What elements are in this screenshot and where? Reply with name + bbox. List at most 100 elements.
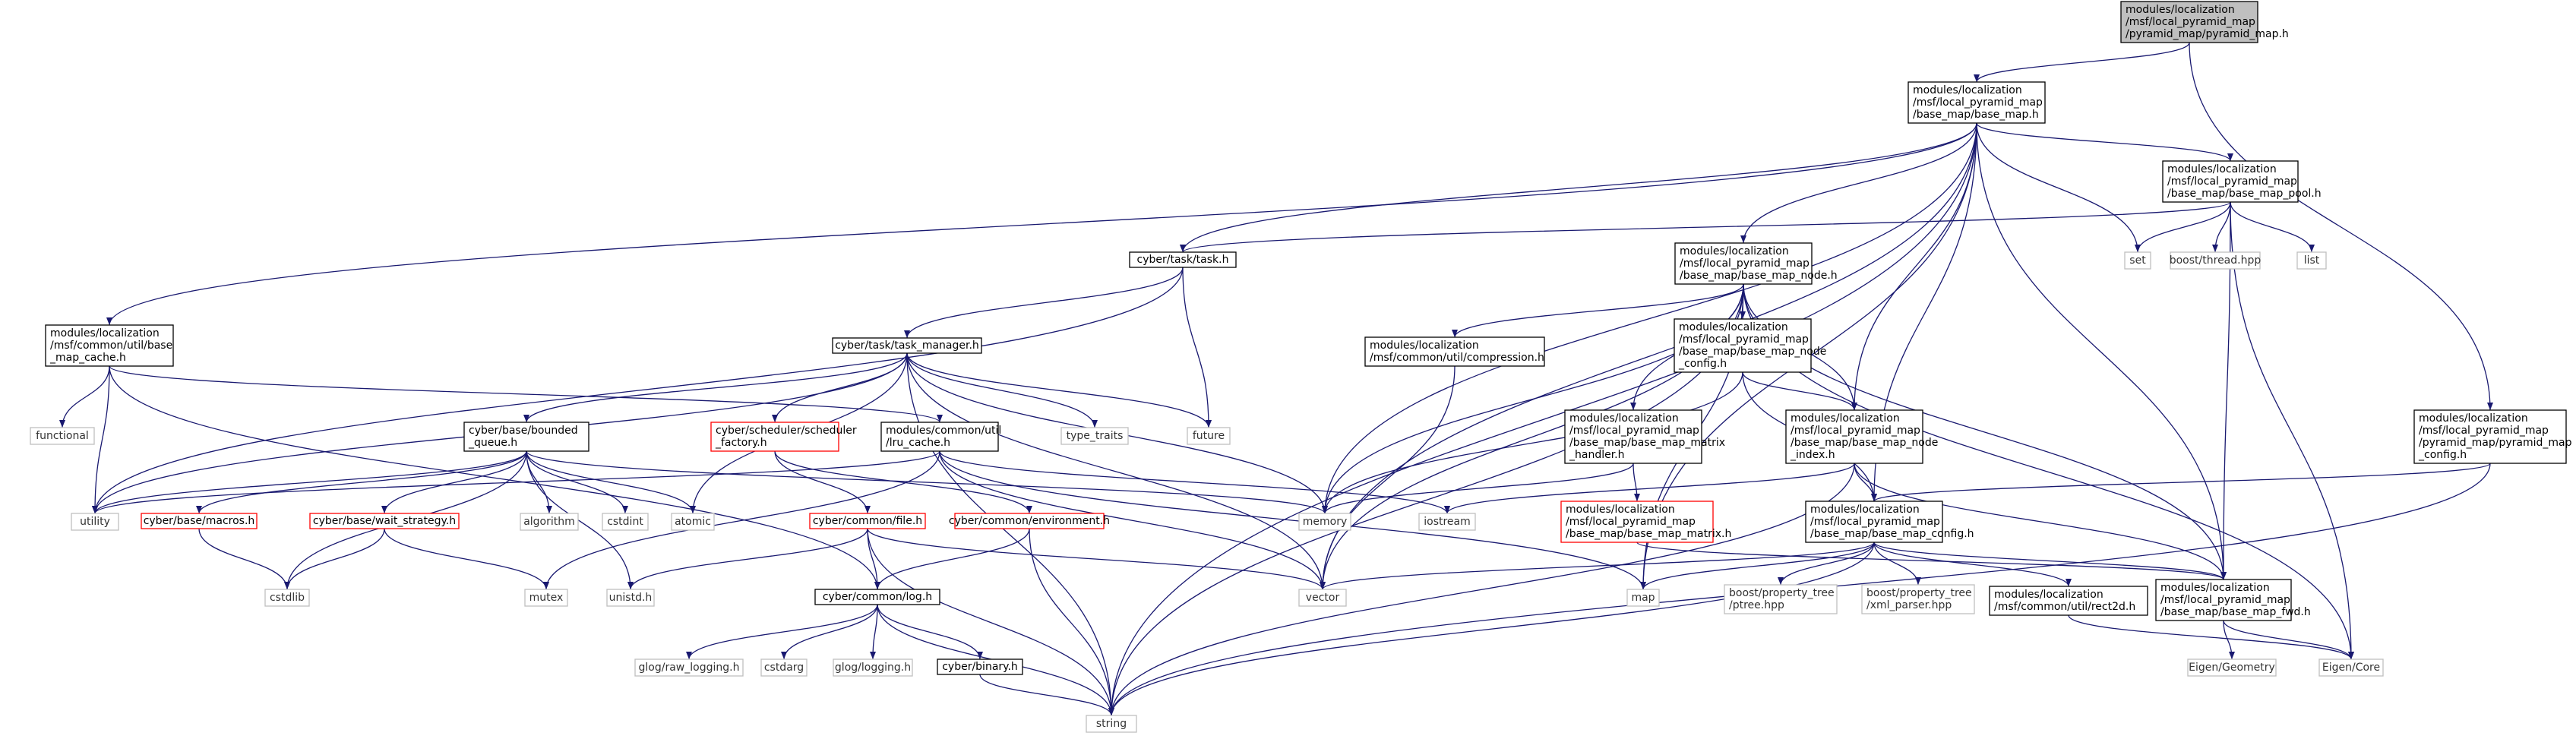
edge-bounded_queue-to-algorithm — [526, 450, 552, 514]
edge-log-to-binary — [877, 604, 983, 660]
node-label-base_map_cache-line-0: modules/localization — [50, 327, 160, 339]
node-node_config[interactable]: modules/localization/msf/local_pyramid_m… — [1674, 318, 1826, 373]
node-label-raw_logging-line-0: glog/raw_logging.h — [639, 662, 740, 674]
node-boost_thread: boost/thread.hpp — [2170, 251, 2261, 270]
node-rect2d[interactable]: modules/localization/msf/common/util/rec… — [1989, 586, 2148, 616]
node-box-map — [1626, 589, 1660, 607]
edge-map_config-to-map_fwd — [1873, 542, 2227, 580]
edge-base_map-to-string — [1108, 122, 1977, 716]
node-label-ptree-line-0: boost/property_tree — [1729, 587, 1835, 599]
node-label-unistd-line-0: unistd.h — [609, 592, 653, 604]
node-label-glog_logging-line-0: glog/logging.h — [835, 662, 911, 674]
node-compression[interactable]: modules/localization/msf/common/util/com… — [1364, 336, 1545, 367]
edge-task_manager-to-bounded_queue — [523, 352, 908, 423]
node-box-list — [2296, 251, 2327, 270]
node-log[interactable]: cyber/common/log.h — [814, 589, 940, 605]
node-base_map_pool[interactable]: modules/localization/msf/local_pyramid_m… — [2162, 160, 2322, 203]
node-bounded_queue[interactable]: cyber/base/bounded_queue.h — [463, 422, 589, 452]
edge-base_map_pool-to-eigen_core — [2230, 201, 2354, 660]
node-label-node_config-line-1: /msf/local_pyramid_map — [1679, 333, 1809, 346]
edge-sched_factory-to-environment — [774, 450, 1032, 514]
node-task[interactable]: cyber/task/task.h — [1129, 251, 1237, 268]
node-pm_config[interactable]: modules/localization/msf/local_pyramid_m… — [2413, 409, 2572, 464]
node-iostream: iostream — [1418, 513, 1476, 531]
edge-lru_cache-to-vector — [939, 450, 1326, 590]
node-environment[interactable]: cyber/common/environment.h — [949, 513, 1110, 529]
node-cstdint: cstdint — [602, 513, 649, 531]
node-box-raw_logging — [634, 658, 744, 677]
edge-root-to-base_map — [1974, 42, 2190, 83]
node-box-file — [809, 513, 926, 529]
node-label-base_map_cache-line-1: /msf/common/util/base — [50, 339, 172, 352]
node-node_index[interactable]: modules/localization/msf/local_pyramid_m… — [1785, 409, 1938, 464]
node-wait_strategy[interactable]: cyber/base/wait_strategy.h — [309, 513, 460, 529]
node-ptree: boost/property_tree/ptree.hpp — [1724, 584, 1838, 614]
node-box-environment — [954, 513, 1105, 529]
node-map_config[interactable]: modules/localization/msf/local_pyramid_m… — [1805, 501, 1974, 543]
node-macros[interactable]: cyber/base/macros.h — [141, 513, 258, 529]
node-label-base_map_node-line-2: /base_map/base_map_node.h — [1680, 270, 1838, 282]
edge-lru_cache-to-utility — [92, 450, 940, 514]
node-box-glog_logging — [833, 658, 913, 677]
node-label-map_matrix-line-0: modules/localization — [1566, 504, 1675, 516]
node-box-task — [1129, 251, 1237, 268]
node-base_map[interactable]: modules/localization/msf/local_pyramid_m… — [1908, 81, 2046, 124]
node-box-compression — [1364, 336, 1545, 367]
node-label-sched_factory-line-1: _factory.h — [715, 437, 767, 449]
node-map: map — [1626, 589, 1660, 607]
node-label-ptree-line-1: /ptree.hpp — [1729, 599, 1784, 611]
node-file[interactable]: cyber/common/file.h — [809, 513, 926, 529]
node-base_map_node[interactable]: modules/localization/msf/local_pyramid_m… — [1674, 242, 1838, 285]
edge-wait_strategy-to-cstdlib — [284, 528, 385, 590]
node-binary[interactable]: cyber/binary.h — [937, 658, 1023, 675]
node-xml_parser: boost/property_tree/xml_parser.hpp — [1861, 584, 1975, 614]
node-task_manager[interactable]: cyber/task/task_manager.h — [832, 337, 982, 354]
node-box-map_config — [1805, 501, 1943, 543]
node-label-node_index-line-1: /msf/local_pyramid_map — [1791, 425, 1920, 437]
node-map_fwd[interactable]: modules/localization/msf/local_pyramid_m… — [2155, 579, 2311, 621]
node-set: set — [2124, 251, 2151, 270]
node-box-map_matrix — [1560, 501, 1714, 543]
node-label-wait_strategy-line-0: cyber/base/wait_strategy.h — [313, 515, 456, 527]
node-box-base_map — [1908, 81, 2046, 124]
node-label-compression-line-0: modules/localization — [1370, 339, 1479, 352]
edge-base_map-to-task — [1180, 122, 1977, 253]
node-label-base_map_pool-line-2: /base_map/base_map_pool.h — [2167, 188, 2322, 200]
edge-node_config-to-node_index — [1742, 371, 1857, 411]
node-box-root — [2120, 1, 2258, 43]
node-root[interactable]: modules/localization/msf/local_pyramid_m… — [2120, 1, 2289, 43]
node-label-cstdarg-line-0: cstdarg — [764, 662, 804, 674]
edge-map_config-to-ptree — [1778, 542, 1875, 586]
edge-map_fwd-to-eigen_core — [2223, 620, 2354, 660]
node-label-root-line-2: /pyramid_map/pyramid_map.h — [2126, 28, 2289, 40]
node-label-matrix_handler-line-0: modules/localization — [1569, 412, 1679, 425]
edge-matrix_handler-to-memory — [1322, 463, 1634, 514]
node-future: future — [1187, 427, 1231, 445]
edge-task_manager-to-sched_factory — [772, 352, 908, 423]
node-box-xml_parser — [1861, 584, 1975, 614]
node-string: string — [1086, 715, 1137, 733]
node-box-cstdint — [602, 513, 649, 531]
node-label-lru_cache-line-1: /lru_cache.h — [886, 437, 950, 449]
node-label-pm_config-line-1: /msf/local_pyramid_map — [2419, 425, 2549, 437]
node-label-pm_config-line-3: _config.h — [2418, 449, 2467, 461]
node-base_map_cache[interactable]: modules/localization/msf/common/util/bas… — [45, 324, 174, 367]
node-label-base_map-line-2: /base_map/base_map.h — [1913, 109, 2039, 121]
edge-environment-to-log — [874, 528, 1030, 590]
edge-base_map-to-base_map_cache — [106, 122, 1977, 326]
node-label-matrix_handler-line-2: /base_map/base_map_matrix — [1569, 437, 1725, 449]
node-label-cstdint-line-0: cstdint — [607, 516, 643, 528]
node-sched_factory[interactable]: cyber/scheduler/scheduler_factory.h — [710, 422, 857, 452]
node-label-map_matrix-line-2: /base_map/base_map_matrix.h — [1566, 528, 1731, 540]
node-box-iostream — [1418, 513, 1476, 531]
node-unistd: unistd.h — [606, 589, 655, 607]
edge-matrix_handler-to-map_matrix — [1633, 463, 1640, 502]
node-lru_cache[interactable]: modules/common/util/lru_cache.h — [880, 422, 1001, 452]
node-label-eigen_geometry-line-0: Eigen/Geometry — [2189, 662, 2275, 674]
node-label-map_matrix-line-1: /msf/local_pyramid_map — [1566, 516, 1696, 528]
edge-rect2d-to-eigen_core — [2068, 614, 2354, 660]
node-map_matrix[interactable]: modules/localization/msf/local_pyramid_m… — [1560, 501, 1731, 543]
node-box-node_config — [1674, 318, 1812, 373]
node-matrix_handler[interactable]: modules/localization/msf/local_pyramid_m… — [1564, 409, 1725, 464]
